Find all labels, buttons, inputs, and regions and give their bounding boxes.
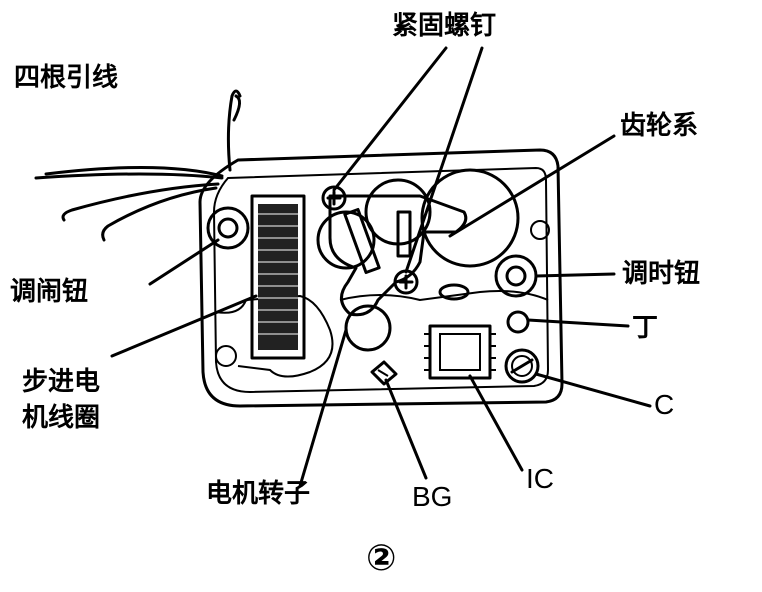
label-alarm-knob: 调闹钮 xyxy=(10,277,88,307)
time-knob xyxy=(494,220,550,298)
leader-lines xyxy=(110,46,652,488)
component-ding xyxy=(506,310,530,334)
gear-train xyxy=(316,168,520,352)
label-fixing-screws: 紧固螺钉 xyxy=(392,11,496,41)
label-c: C xyxy=(654,389,674,420)
lead-wires xyxy=(34,89,242,242)
label-ic: IC xyxy=(526,463,554,494)
label-motor-rotor: 电机转子 xyxy=(206,479,310,509)
label-stepper-coil-2: 机线圈 xyxy=(22,403,100,433)
trimmer-capacitor-c xyxy=(504,348,540,384)
label-bg: BG xyxy=(412,481,452,512)
label-stepper-coil-1: 步进电 xyxy=(22,366,100,397)
label-four-leads: 四根引线 xyxy=(14,63,118,93)
transistor-bg xyxy=(370,360,398,386)
ic-chip xyxy=(424,324,496,380)
label-gear-train: 齿轮系 xyxy=(620,111,698,141)
label-ding: 丁 xyxy=(632,313,658,343)
small-component xyxy=(438,283,470,301)
figure-number: ② xyxy=(366,538,396,579)
label-time-knob: 调时钮 xyxy=(622,259,700,289)
stepper-coil xyxy=(250,194,306,360)
alarm-knob xyxy=(206,206,250,367)
